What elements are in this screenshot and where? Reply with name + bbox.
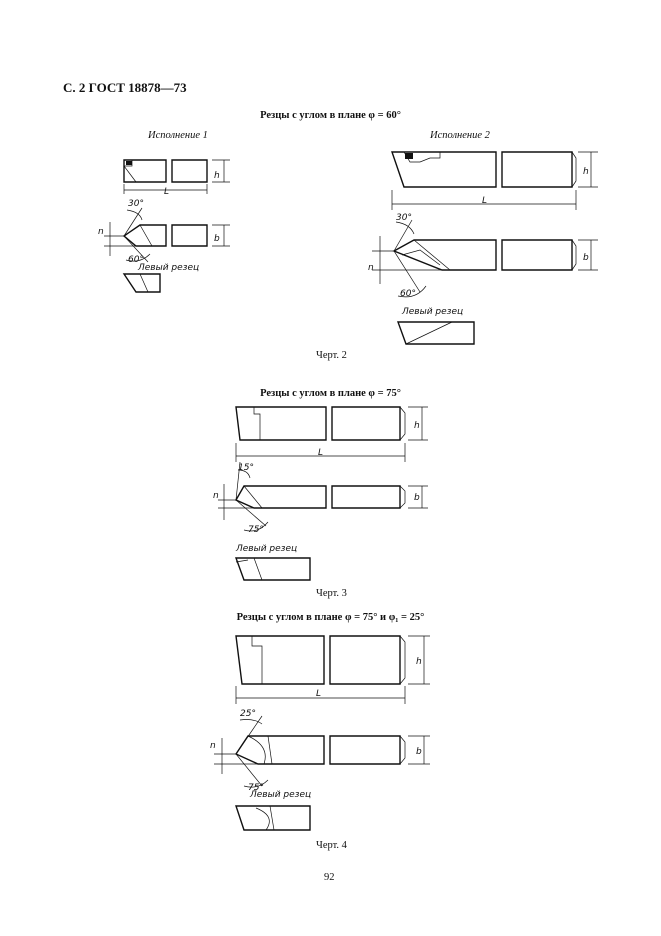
figure-2-variant-2-label: Исполнение 2 (430, 130, 490, 141)
svg-text:n: n (368, 263, 374, 273)
figure-2-caption: Черт. 2 (316, 350, 347, 361)
svg-text:n: n (213, 491, 219, 501)
svg-text:n: n (210, 741, 216, 751)
svg-text:15°: 15° (238, 463, 254, 473)
svg-text:b: b (414, 493, 420, 503)
figure-3-caption: Черт. 3 (316, 588, 347, 599)
fig2-v1-left-cutter (122, 273, 161, 293)
page-number: 92 (324, 872, 335, 883)
svg-text:60°: 60° (128, 255, 144, 265)
fig4-left-cutter (235, 805, 311, 831)
svg-text:n: n (98, 227, 104, 237)
svg-text:b: b (214, 234, 220, 244)
document-header: С. 2 ГОСТ 18878—73 (63, 80, 187, 95)
fig3-left-cutter-label: Левый резец (236, 544, 298, 554)
fig3-plan-view (218, 461, 428, 532)
svg-text:b: b (583, 253, 589, 263)
fig3-left-cutter (235, 557, 311, 581)
fig2-v2-side-view (391, 151, 598, 210)
svg-text:h: h (414, 421, 420, 431)
svg-text:L: L (482, 196, 487, 206)
fig2-v2-left-cutter (397, 321, 475, 345)
fig3-side-view (235, 406, 428, 462)
svg-text:75°: 75° (248, 525, 264, 535)
figure-4-title: Резцы с углом в плане φ = 75° и φ₁ = 25° (236, 612, 425, 623)
svg-text:30°: 30° (396, 213, 412, 223)
figure-3-title: Резцы с углом в плане φ = 75° (260, 388, 401, 399)
figure-4-caption: Черт. 4 (316, 840, 347, 851)
figure-2-variant-1-label: Исполнение 1 (148, 130, 208, 141)
fig2-v1-left-cutter-label: Левый резец (138, 263, 200, 273)
svg-text:h: h (416, 657, 422, 667)
fig4-left-cutter-label: Левый резец (250, 790, 312, 800)
fig2-v2-left-cutter-label: Левый резец (402, 307, 464, 317)
svg-text:L: L (316, 689, 321, 699)
svg-text:60°: 60° (400, 289, 416, 299)
svg-text:L: L (318, 448, 323, 458)
svg-text:L: L (164, 187, 169, 197)
fig2-v1-plan-view (104, 207, 230, 263)
fig2-v2-plan-view (372, 219, 598, 298)
fig4-side-view (235, 635, 430, 704)
svg-text:b: b (416, 747, 422, 757)
svg-text:75°: 75° (248, 783, 264, 793)
svg-text:30°: 30° (128, 199, 144, 209)
fig4-plan-view (214, 715, 430, 788)
fig2-v1-side-view (123, 159, 230, 194)
figure-2-title: Резцы с углом в плане φ = 60° (260, 110, 401, 121)
svg-text:25°: 25° (240, 709, 256, 719)
svg-text:h: h (583, 167, 589, 177)
svg-text:h: h (214, 171, 220, 181)
